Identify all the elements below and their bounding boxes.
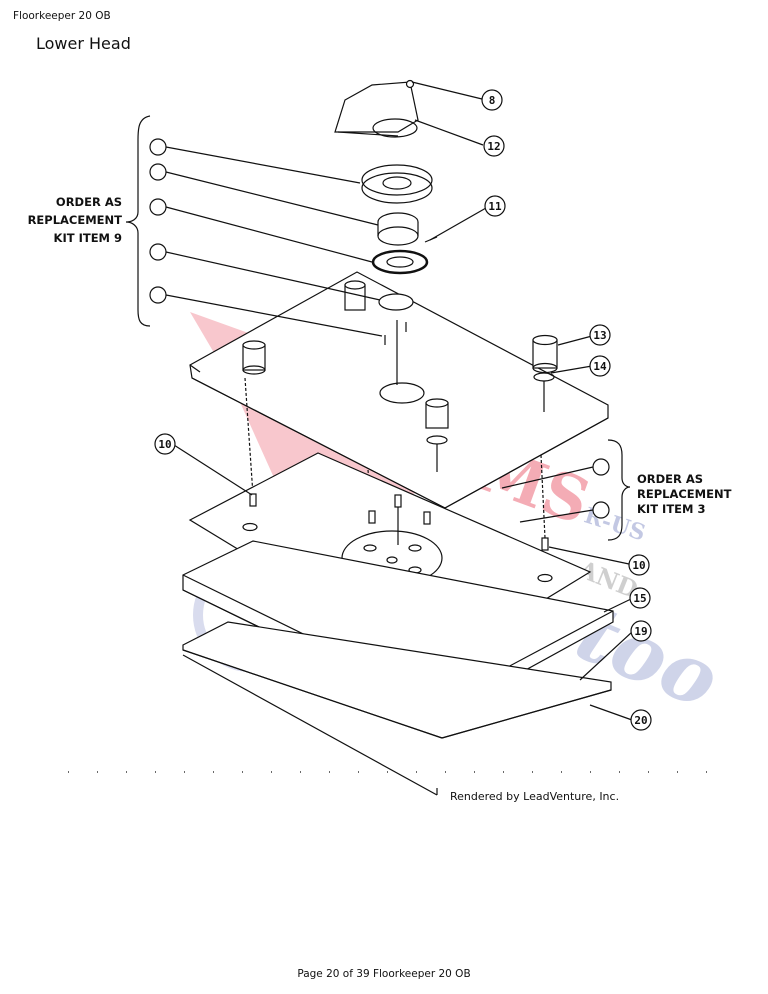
callout-13: 13	[593, 329, 606, 342]
kit9-label-line3: KIT ITEM 9	[54, 231, 122, 245]
callout-11: 11	[488, 200, 502, 213]
render-credit: Rendered by LeadVenture, Inc.	[450, 790, 619, 803]
callout-10b-circle	[628, 554, 650, 576]
callout-20-circle	[630, 709, 652, 731]
kit9-label-line1: ORDER AS	[56, 195, 122, 209]
kit3-label-line3: KIT ITEM 3	[637, 502, 705, 516]
line-art	[68, 79, 728, 796]
bracket-hole	[372, 118, 418, 138]
kit3-label-line2: REPLACEMENT	[637, 487, 732, 501]
kit3-circle-2	[592, 501, 610, 519]
callout-19-circle	[630, 620, 652, 642]
callout-15-circle	[629, 587, 651, 609]
callout-10b: 10	[632, 559, 645, 572]
screw-8	[405, 79, 415, 89]
kit9-circle-1	[149, 138, 167, 156]
callout-15: 15	[633, 592, 646, 605]
document-header: Floorkeeper 20 OB	[13, 10, 111, 22]
kit9-brace	[125, 115, 151, 327]
bearing-flange	[361, 164, 433, 196]
callout-20: 20	[634, 714, 647, 727]
callout-8: 8	[489, 94, 496, 107]
kit9-circle-4	[149, 243, 167, 261]
callout-10a-circle	[154, 433, 176, 455]
callout-19: 19	[634, 625, 647, 638]
kit3-label-line1: ORDER AS	[637, 472, 703, 486]
kit9-label-line2: REPLACEMENT	[28, 213, 123, 227]
bearing	[371, 249, 429, 275]
plate-center-hole	[379, 382, 425, 404]
page-footer: Page 20 of 39 Floorkeeper 20 OB	[297, 968, 471, 980]
pad-20	[182, 654, 438, 796]
callout-14: 14	[593, 360, 607, 373]
kit9-circle-3	[149, 198, 167, 216]
callout-13-circle	[589, 324, 611, 346]
kit9-circle-5	[149, 286, 167, 304]
kit9-circle-2	[149, 163, 167, 181]
pulley-disk	[378, 293, 414, 311]
callout-8-circle	[481, 89, 503, 111]
callout-12-circle	[483, 135, 505, 157]
top-bracket	[334, 81, 419, 133]
section-title: Lower Head	[36, 34, 131, 53]
kit3-circle-1	[592, 458, 610, 476]
kit3-brace	[607, 439, 631, 541]
callout-14-circle	[589, 355, 611, 377]
callout-10a: 10	[158, 438, 171, 451]
callout-12: 12	[487, 140, 500, 153]
callout-11-circle	[484, 195, 506, 217]
